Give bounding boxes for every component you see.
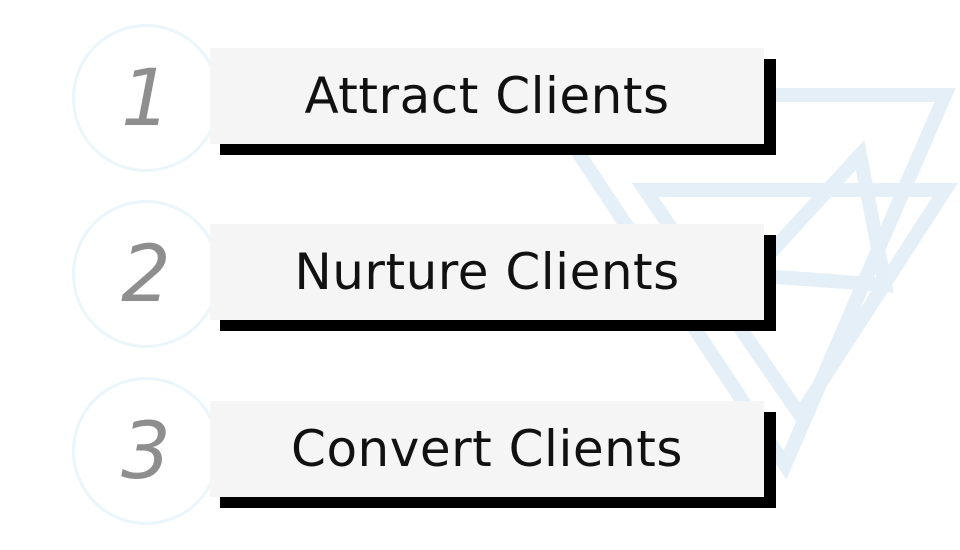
step-number: 2 xyxy=(121,230,171,320)
step-number-circle xyxy=(72,200,220,348)
step-label-box xyxy=(210,401,764,497)
step-label: Nurture Clients xyxy=(294,243,680,301)
step-3: 3 Convert Clients xyxy=(0,377,960,537)
step-label-box xyxy=(210,48,764,144)
step-number: 3 xyxy=(121,407,171,497)
step-label: Convert Clients xyxy=(291,420,683,478)
step-label-box xyxy=(210,224,764,320)
step-number-circle xyxy=(72,377,220,525)
step-label: Attract Clients xyxy=(304,67,670,125)
step-number-circle xyxy=(72,24,220,172)
step-1: 1 Attract Clients xyxy=(0,24,960,184)
step-number: 1 xyxy=(121,54,171,144)
step-2: 2 Nurture Clients xyxy=(0,200,960,360)
